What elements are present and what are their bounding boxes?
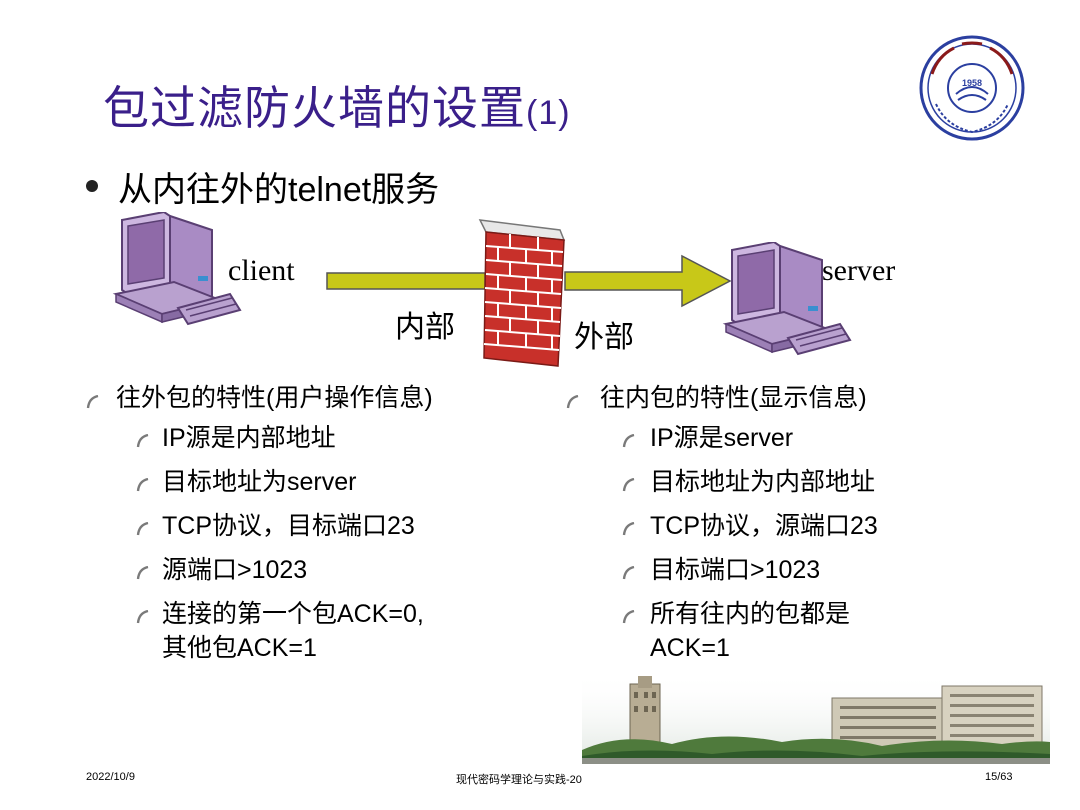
left-item: 源端口>1023 <box>162 556 308 584</box>
inside-label: 内部 <box>395 311 455 344</box>
hook-bullet-icon <box>136 610 149 624</box>
hook-bullet-icon <box>86 395 99 409</box>
right-item: 目标地址为内部地址 <box>650 468 876 496</box>
right-heading: 往内包的特性(显示信息) <box>600 384 867 412</box>
campus-photo <box>582 672 1050 769</box>
hook-bullet-icon <box>622 610 635 624</box>
client-label: client <box>228 254 295 287</box>
client-computer-icon <box>112 210 242 337</box>
hook-bullet-icon <box>136 522 149 536</box>
arrow-left-segment <box>326 266 486 301</box>
left-heading: 往外包的特性(用户操作信息) <box>116 384 433 412</box>
server-computer-icon <box>722 240 852 367</box>
hook-bullet-icon <box>136 478 149 492</box>
left-item: TCP协议，目标端口23 <box>162 512 415 540</box>
hook-bullet-icon <box>136 434 149 448</box>
hook-bullet-icon <box>622 478 635 492</box>
slide-title: 包过滤防火墙的设置(1) <box>103 72 571 138</box>
hook-bullet-icon <box>136 566 149 580</box>
footer-course: 现代密码学理论与实践-20 <box>456 774 582 786</box>
outside-label: 外部 <box>574 321 634 354</box>
left-item: 连接的第一个包ACK=0, <box>162 600 424 628</box>
left-item: 目标地址为server <box>162 468 357 496</box>
bullet-dot <box>86 180 98 192</box>
title-suffix: (1) <box>526 94 571 132</box>
footer-date: 2022/10/9 <box>86 771 135 783</box>
bullet-text: 从内往外的telnet服务 <box>118 171 440 209</box>
logo-year: 1958 <box>962 78 982 88</box>
arrow-right-segment <box>564 252 734 315</box>
left-item: IP源是内部地址 <box>162 424 336 452</box>
firewall-icon <box>474 212 570 373</box>
right-item: TCP协议，源端口23 <box>650 512 878 540</box>
right-item: 目标端口>1023 <box>650 556 821 584</box>
hook-bullet-icon <box>622 522 635 536</box>
title-main: 包过滤防火墙的设置 <box>103 82 526 134</box>
right-item: IP源是server <box>650 424 794 452</box>
left-item-continuation: 其他包ACK=1 <box>162 634 317 662</box>
hook-bullet-icon <box>622 566 635 580</box>
server-label: server <box>822 254 896 287</box>
footer-page-number: 15/63 <box>985 771 1013 783</box>
hook-bullet-icon <box>622 434 635 448</box>
university-logo: 1958 <box>918 34 1026 147</box>
right-item-continuation: ACK=1 <box>650 634 730 662</box>
right-item: 所有往内的包都是 <box>650 600 851 628</box>
hook-bullet-icon <box>566 395 579 409</box>
